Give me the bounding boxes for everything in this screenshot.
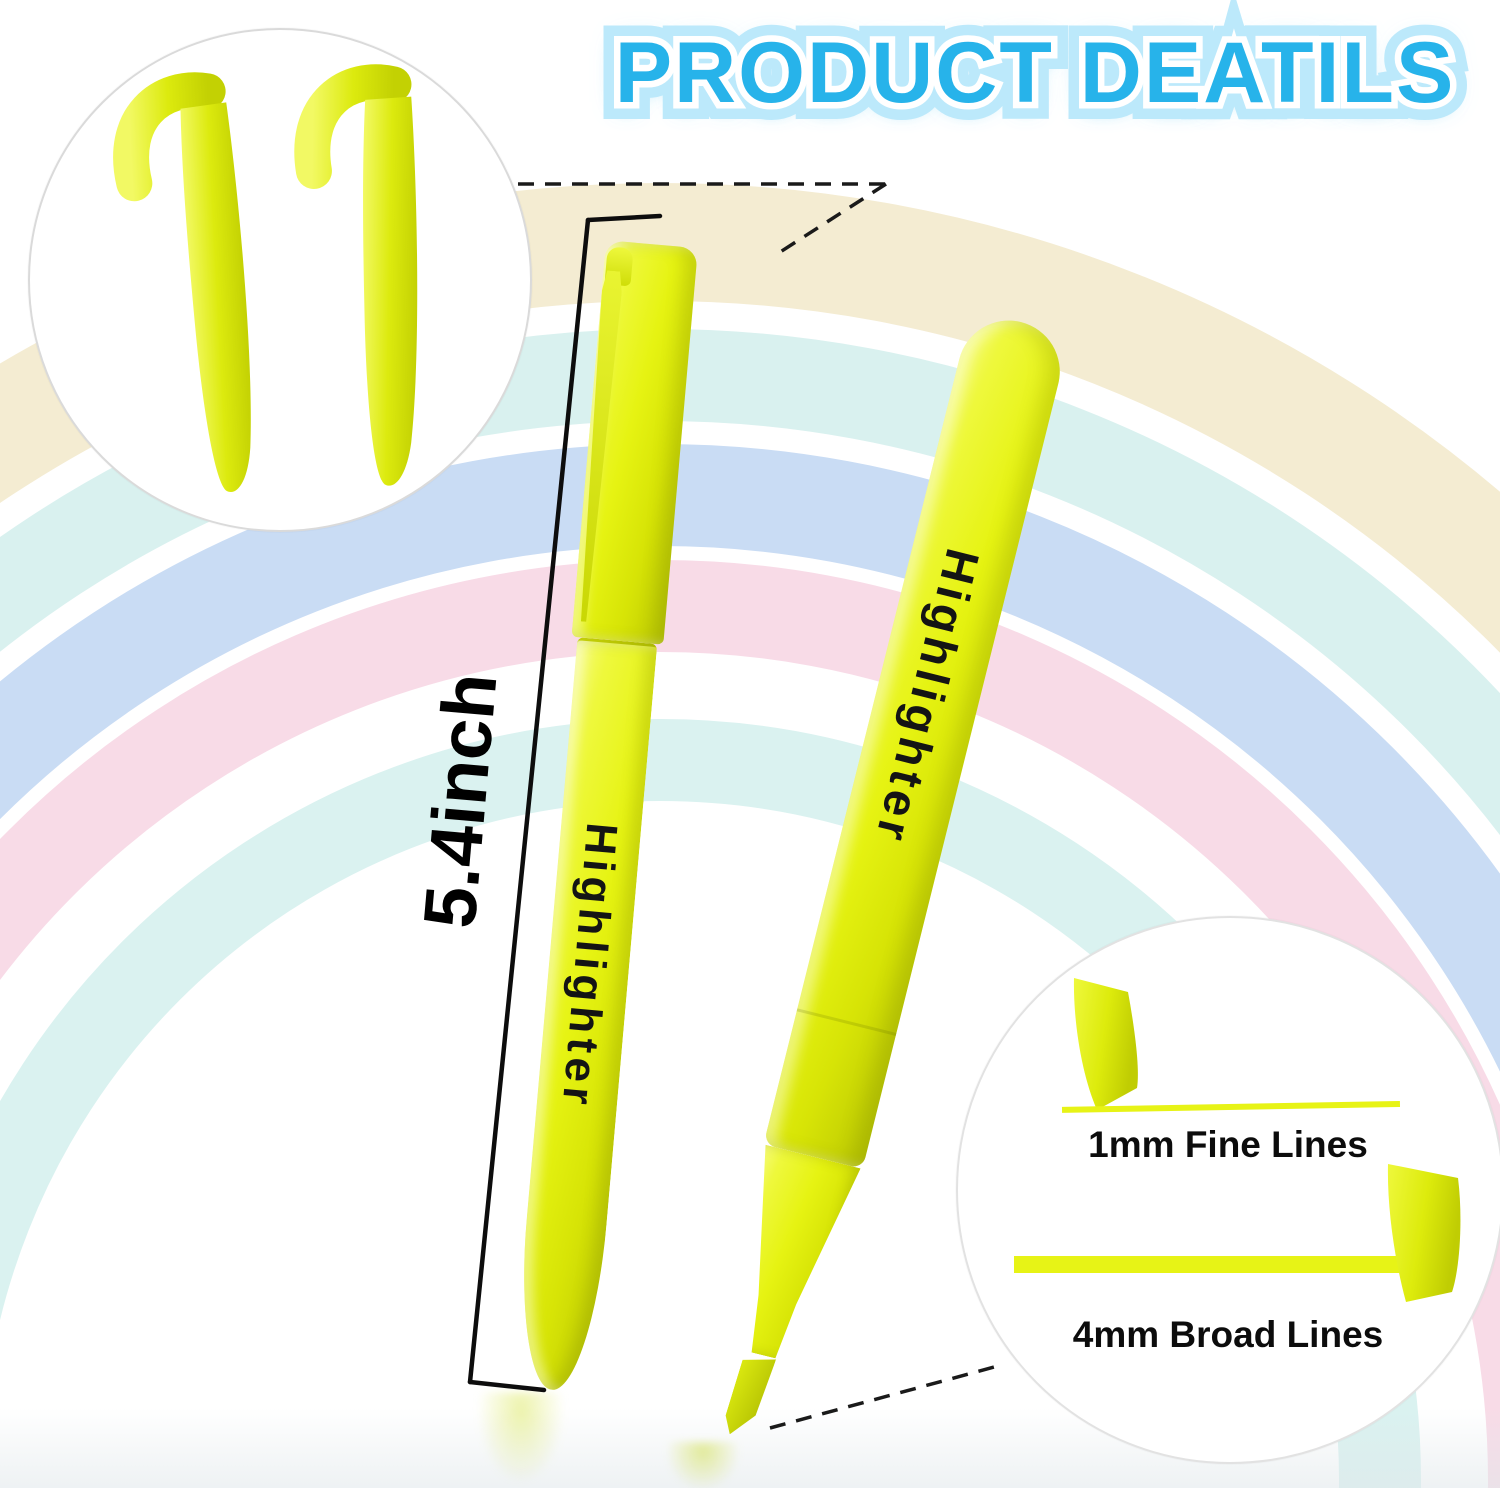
fine-line-label: 1mm Fine Lines	[1088, 1124, 1368, 1165]
rainbow-band-beige	[0, 183, 1500, 654]
broad-line-swatch	[1014, 1256, 1414, 1273]
tips-illustration	[1014, 978, 1461, 1302]
broad-line-label: 4mm Broad Lines	[1072, 1314, 1384, 1355]
clip-zoom-circle	[28, 28, 532, 532]
pen-reflection-left	[478, 1392, 564, 1482]
fine-tip	[1073, 978, 1138, 1110]
cap-clips-illustration	[113, 64, 418, 492]
pen-reflection-right	[668, 1442, 738, 1488]
page-title: PRODUCT DEATILS	[585, 24, 1485, 123]
cap-clip-right	[294, 64, 418, 486]
cap-clip-left	[113, 72, 251, 492]
chisel-tip	[721, 1350, 776, 1441]
fine-line-swatch	[1061, 1100, 1401, 1113]
broad-tip	[1387, 1164, 1461, 1302]
tip-zoom-circle: 1mm Fine Lines 4mm Broad Lines	[956, 916, 1500, 1464]
